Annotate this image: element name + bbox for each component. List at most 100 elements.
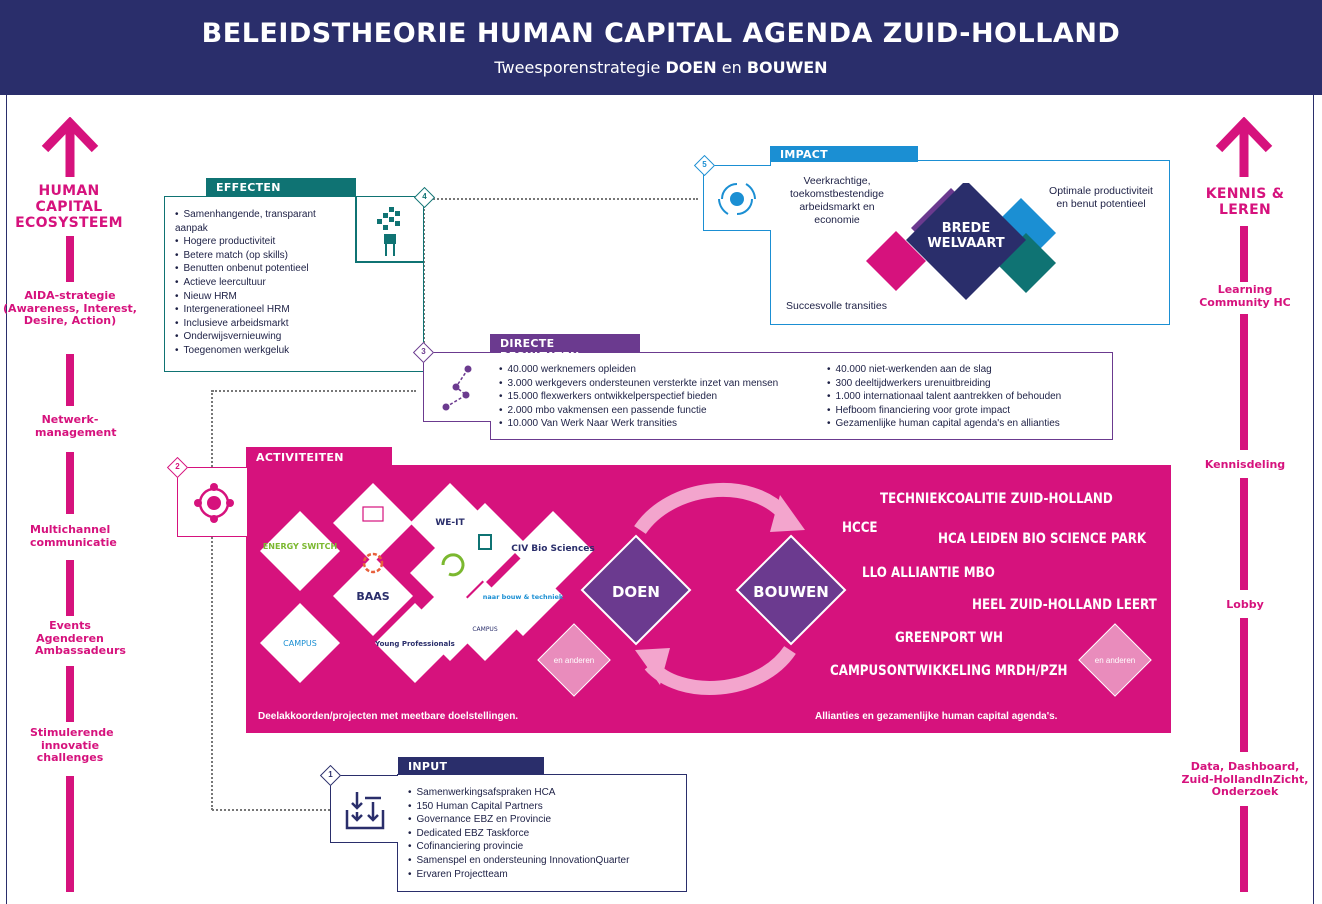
list-item: Onderwijsvernieuwing: [175, 330, 350, 344]
brede-welvaart-diamonds: [866, 183, 1056, 300]
left-sidebar: HUMAN CAPITAL ECOSYSTEEM AIDA-strategie …: [0, 0, 140, 904]
impact-right-text: Optimale productiviteit en benut potenti…: [1049, 185, 1153, 210]
right-item-kennisdeling: Kennisdeling: [1204, 458, 1286, 471]
brede-label: BREDE: [941, 221, 991, 236]
resultaten-col2: 40.000 niet-werkenden aan de slag 300 de…: [827, 363, 1109, 431]
list-item: Inclusieve arbeidsmarkt: [175, 317, 350, 331]
directe-resultaten-label: DIRECTE RESULTATEN: [490, 334, 640, 363]
activiteiten-label: ACTIVITEITEN: [256, 451, 344, 464]
left-bar-5: [66, 666, 74, 722]
list-item: 3.000 werkgevers ondersteunen versterkte…: [499, 377, 829, 391]
effecten-box: Samenhangende, transparant aanpak Hogere…: [164, 196, 424, 372]
en-anderen-left-label: en anderen: [553, 655, 595, 665]
subtitle-prefix: Tweesporenstrategie: [494, 58, 666, 77]
input-box: Samenwerkingsafspraken HCA 150 Human Cap…: [397, 774, 687, 892]
left-bar-1: [66, 236, 74, 282]
right-sidebar: KENNIS & LEREN Learning Community HC Ken…: [1180, 0, 1320, 904]
impact-target-icon: [718, 183, 756, 215]
left-item-challenges: Stimulerende innovatie challenges: [30, 726, 114, 765]
partner-hca-leiden: HCA LEIDEN BIO SCIENCE PARK: [938, 531, 1147, 547]
list-item: Samenhangende, transparant aanpak: [175, 208, 350, 235]
logo-civ: CIV Bio Sciences: [511, 544, 595, 554]
list-item: Cofinanciering provincie: [408, 840, 683, 854]
input-badge-number: 1: [328, 770, 333, 779]
directe-resultaten-box: 40.000 werknemers opleiden 3.000 werkgev…: [490, 352, 1113, 440]
diagram-frame: [6, 95, 1314, 904]
partner-greenport: GREENPORT WH: [895, 630, 1003, 646]
effecten-badge-number: 4: [422, 192, 427, 201]
logo-young-professionals: Young Professionals: [374, 640, 455, 648]
logo-bouw-techniek: naar bouw & techniek: [483, 593, 564, 601]
impact-box: Veerkrachtige, toekomstbestendige arbeid…: [770, 160, 1170, 325]
logo-we-it: WE-IT: [435, 518, 465, 528]
activiteiten-badge-number: 2: [175, 462, 180, 471]
left-bar-6: [66, 776, 74, 892]
left-bar-3: [66, 452, 74, 514]
resultaten-col1: 40.000 werknemers opleiden 3.000 werkgev…: [499, 363, 829, 431]
partner-logo-grid: ENERGY SWITCH WE-IT CIV Bio Sciences BAA…: [260, 483, 595, 683]
connector-3-left: [212, 390, 416, 392]
logo-baas: BAAS: [356, 590, 389, 603]
connector-4-5: [430, 198, 698, 200]
effecten-icon-divider: [355, 196, 357, 262]
impact-badge-number: 5: [702, 160, 707, 169]
list-item: Governance EBZ en Provincie: [408, 813, 683, 827]
partner-llo-alliantie: LLO ALLIANTIE MBO: [862, 565, 995, 581]
connector-left-vertical: [211, 390, 213, 810]
resultaten-badge-number: 3: [421, 347, 426, 356]
effecten-label: EFFECTEN: [206, 178, 356, 197]
welvaart-label: WELVAART: [927, 236, 1005, 251]
left-bar-4: [66, 560, 74, 616]
list-item: Ervaren Projectteam: [408, 868, 683, 882]
left-item-netwerk: Netwerk-management: [35, 413, 117, 439]
left-item-aida: AIDA-strategie (Awareness, Interest, Des…: [3, 289, 137, 328]
left-sidebar-title: HUMAN CAPITAL ECOSYSTEEM: [15, 183, 123, 232]
activiteiten-cycle-icon: [194, 483, 234, 523]
doen-label: DOEN: [611, 583, 660, 601]
input-list: Samenwerkingsafspraken HCA 150 Human Cap…: [408, 786, 683, 881]
impact-icon-box: [703, 165, 771, 231]
right-bar-5: [1240, 806, 1248, 892]
list-item: Hogere productiviteit: [175, 235, 350, 249]
right-item-learning: Learning Community HC: [1199, 283, 1291, 309]
effecten-list: Samenhangende, transparant aanpak Hogere…: [175, 208, 350, 358]
logo-campus-left: CAMPUS: [283, 639, 317, 648]
page-subtitle: Tweesporenstrategie DOEN en BOUWEN: [0, 58, 1322, 77]
header-banner: BELEIDSTHEORIE HUMAN CAPITAL AGENDA ZUID…: [0, 0, 1322, 95]
partner-hcce: HCCE: [842, 520, 878, 536]
left-item-multichannel: Multichannel communicatie: [30, 523, 117, 549]
resultaten-path-icon: [442, 365, 472, 411]
connector-effecten-down: [423, 205, 425, 351]
right-item-lobby: Lobby: [1226, 598, 1264, 611]
right-sidebar-title: KENNIS & LEREN: [1205, 186, 1285, 219]
subtitle-doen: DOEN: [665, 58, 717, 77]
bouwen-label: BOUWEN: [753, 583, 829, 601]
right-up-arrow-icon: [1215, 117, 1273, 177]
list-item: Betere match (op skills): [175, 249, 350, 263]
list-item: Toegenomen werkgeluk: [175, 344, 350, 358]
list-item: Benutten onbenut potentieel: [175, 262, 350, 276]
activiteiten-footer-left: Deelakkoorden/projecten met meetbare doe…: [258, 711, 519, 722]
impact-label: IMPACT: [770, 146, 918, 162]
list-item: Nieuw HRM: [175, 290, 350, 304]
effecten-growth-icon: [377, 207, 400, 256]
connector-input: [212, 809, 330, 811]
logo-campus-right: CAMPUS: [472, 626, 497, 633]
left-item-events: Events Agenderen Ambassadeurs: [35, 619, 126, 658]
subtitle-bouwen: BOUWEN: [746, 58, 828, 77]
list-item: Dedicated EBZ Taskforce: [408, 827, 683, 841]
list-item: 150 Human Capital Partners: [408, 800, 683, 814]
right-bar-3: [1240, 478, 1248, 590]
effecten-icon-underline: [355, 261, 424, 263]
list-item: 1.000 internationaal talent aantrekken o…: [827, 390, 1109, 404]
list-item: Hefboom financiering voor grote impact: [827, 404, 1109, 418]
right-item-data: Data, Dashboard, Zuid-HollandInZicht, On…: [1181, 760, 1309, 799]
right-bar-2: [1240, 314, 1248, 450]
list-item: Samenspel en ondersteuning InnovationQua…: [408, 854, 683, 868]
activiteiten-tab-bg: [246, 447, 392, 467]
logo-energy-switch: ENERGY SWITCH: [263, 542, 337, 551]
left-bar-2: [66, 354, 74, 406]
list-item: 40.000 werknemers opleiden: [499, 363, 829, 377]
impact-bottom-text: Succesvolle transities: [786, 300, 887, 312]
list-item: 10.000 Van Werk Naar Werk transities: [499, 417, 829, 431]
